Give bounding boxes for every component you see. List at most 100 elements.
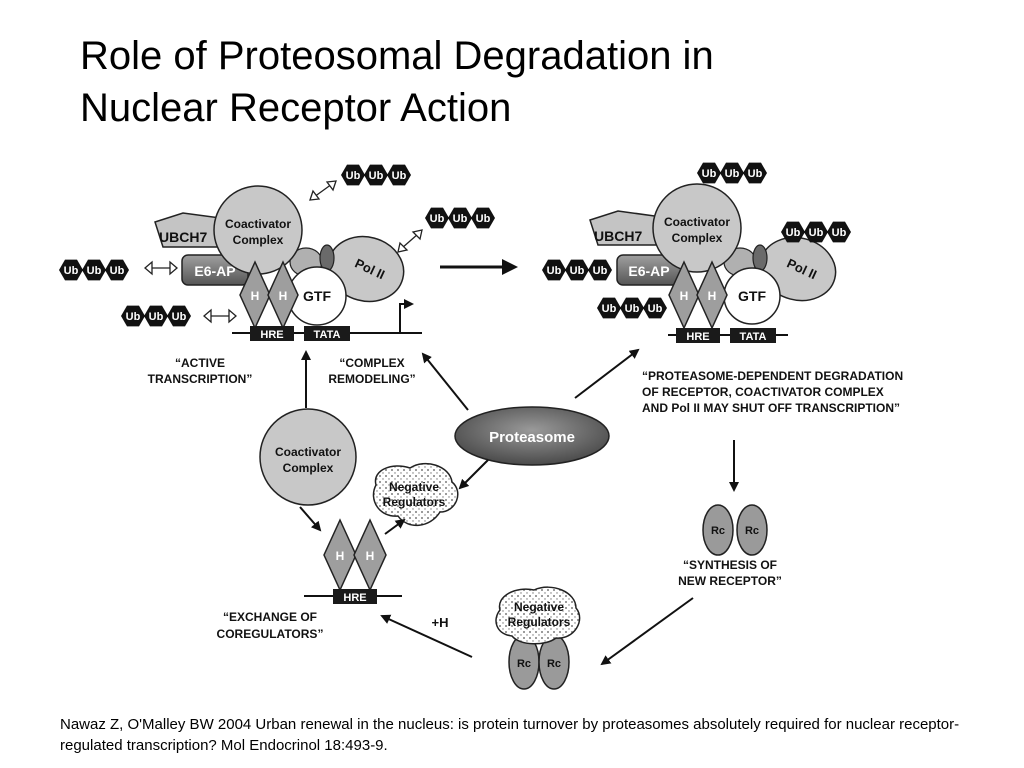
ub-label: Ub — [392, 170, 407, 182]
ubiquitin-icon: Ub — [167, 305, 191, 327]
ub-label: Ub — [725, 168, 740, 180]
svg-text:AND Pol II MAY SHUT OFF TRANSC: AND Pol II MAY SHUT OFF TRANSCRIPTION” — [642, 401, 900, 415]
hre-label: HRE — [260, 329, 283, 341]
hre-label: HRE — [686, 331, 709, 343]
double-arrow-icon — [309, 180, 337, 201]
ubiquitin-icon: Ub — [597, 297, 621, 319]
ubiquitin-icon: Ub — [720, 162, 744, 184]
ubiquitin-icon: Ub — [542, 259, 566, 281]
ubiquitin-icon: Ub — [804, 221, 828, 243]
caption-active-transcription: “ACTIVE TRANSCRIPTION” — [148, 356, 253, 386]
coactivator-label-1: Coactivator — [275, 445, 341, 459]
hre-label: HRE — [343, 592, 366, 604]
ub-label: Ub — [87, 265, 102, 277]
tata-label: TATA — [740, 331, 767, 343]
svg-text:“SYNTHESIS OF: “SYNTHESIS OF — [683, 558, 777, 572]
arrow-proteasome-to-remodeling — [421, 352, 469, 411]
ub-label: Ub — [832, 227, 847, 239]
left-dna: HRE TATA — [232, 299, 422, 341]
svg-text:OF RECEPTOR, COACTIVATOR CO: OF RECEPTOR, COACTIVATOR COMPLEX — [642, 385, 884, 399]
ub-label: Ub — [602, 303, 617, 315]
arrow-receptor-to-negative-regulators — [384, 518, 406, 535]
ubiquitin-icon: Ub — [471, 207, 495, 229]
svg-text:“ACTIVE: “ACTIVE — [175, 356, 225, 370]
ub-label: Ub — [369, 170, 384, 182]
ub-chain-right-top: Ub Ub Ub — [697, 162, 767, 184]
negreg-label-1: Negative — [514, 600, 564, 614]
ub-label: Ub — [172, 311, 187, 323]
ubch7-label: UBCH7 — [594, 228, 642, 244]
h-label: H — [680, 289, 689, 303]
ub-label: Ub — [453, 213, 468, 225]
ubiquitin-icon: Ub — [144, 305, 168, 327]
new-receptor-pair: Rc Rc — [702, 504, 768, 556]
ubiquitin-icon: Ub — [565, 259, 589, 281]
double-arrow-icon — [203, 308, 237, 324]
ubiquitin-icon: Ub — [82, 259, 106, 281]
ub-label: Ub — [702, 168, 717, 180]
ubiquitin-icon: Ub — [588, 259, 612, 281]
ub-label: Ub — [648, 303, 663, 315]
ubiquitin-icon: Ub — [827, 221, 851, 243]
ubiquitin-icon: Ub — [387, 164, 411, 186]
ubiquitin-icon: Ub — [448, 207, 472, 229]
coactivator-label-2: Complex — [672, 231, 723, 245]
transcription-start-arrow — [399, 299, 414, 333]
ubiquitin-icon: Ub — [59, 259, 83, 281]
h-label: H — [366, 549, 375, 563]
ubiquitin-icon: Ub — [643, 297, 667, 319]
left-ubch7: UBCH7 — [154, 212, 229, 248]
double-arrow-icon — [144, 260, 178, 276]
lower-dna: HRE — [304, 589, 402, 604]
right-coactivator-complex: Coactivator Complex — [652, 183, 742, 273]
plus-h-label: +H — [432, 615, 449, 630]
arrow-synthesis-to-negative-regulators — [600, 597, 694, 666]
caption-complex-remodeling: “COMPLEX REMODELING” — [328, 356, 415, 386]
double-arrow-icon — [397, 229, 423, 253]
left-coactivator-complex: Coactivator Complex — [213, 185, 303, 275]
arrow-coactivator-to-receptor — [299, 506, 322, 532]
ubiquitin-icon: Ub — [425, 207, 449, 229]
left-linker-nubs — [289, 244, 335, 277]
right-pol2: Pol II — [759, 236, 837, 302]
ub-label: Ub — [570, 265, 585, 277]
gtf-label: GTF — [738, 288, 766, 304]
rc-label: Rc — [517, 658, 531, 670]
svg-text:REMODELING”: REMODELING” — [328, 372, 415, 386]
ub-label: Ub — [430, 213, 445, 225]
ubiquitin-icon: Ub — [697, 162, 721, 184]
right-complex: UBCH7 E6-AP Pol II GTF Coactivator Compl… — [542, 162, 851, 343]
caption-synthesis-new-receptor: “SYNTHESIS OF NEW RECEPTOR” — [678, 558, 782, 588]
ub-label: Ub — [149, 311, 164, 323]
big-transition-arrowhead — [502, 259, 518, 275]
h-label: H — [336, 549, 345, 563]
title-line-1: Role of Proteosomal Degradation in — [80, 34, 714, 78]
rc-label: Rc — [547, 658, 561, 670]
svg-text:“PROTEASOME-DEPENDENT DEGRADA: “PROTEASOME-DEPENDENT DEGRADATION — [642, 369, 903, 383]
negreg-label-2: Regulators — [508, 615, 571, 629]
ub-label: Ub — [748, 168, 763, 180]
ubiquitin-icon: Ub — [620, 297, 644, 319]
ubiquitin-icon: Ub — [743, 162, 767, 184]
arrow-bound-to-exchange — [380, 614, 473, 658]
svg-text:“COMPLEX: “COMPLEX — [339, 356, 404, 370]
ub-label: Ub — [809, 227, 824, 239]
tata-label: TATA — [314, 329, 341, 341]
ub-label: Ub — [476, 213, 491, 225]
rc-label: Rc — [711, 525, 725, 537]
coactivator-label-2: Complex — [233, 233, 284, 247]
svg-text:TRANSCRIPTION”: TRANSCRIPTION” — [148, 372, 253, 386]
slide-title: Role of Proteosomal Degradation in Nucle… — [80, 30, 980, 134]
left-receptor-dimer: H H — [239, 260, 299, 330]
left-complex: UBCH7 E6-AP Pol II GTF Coactivator Compl… — [59, 164, 495, 341]
negreg-label-1: Negative — [389, 480, 439, 494]
ub-chain-left-top: Ub Ub Ub — [341, 164, 411, 186]
svg-text:NEW RECEPTOR”: NEW RECEPTOR” — [678, 574, 782, 588]
caption-exchange-coregulators: “EXCHANGE OF COREGULATORS” — [217, 610, 324, 641]
ubiquitin-icon: Ub — [341, 164, 365, 186]
